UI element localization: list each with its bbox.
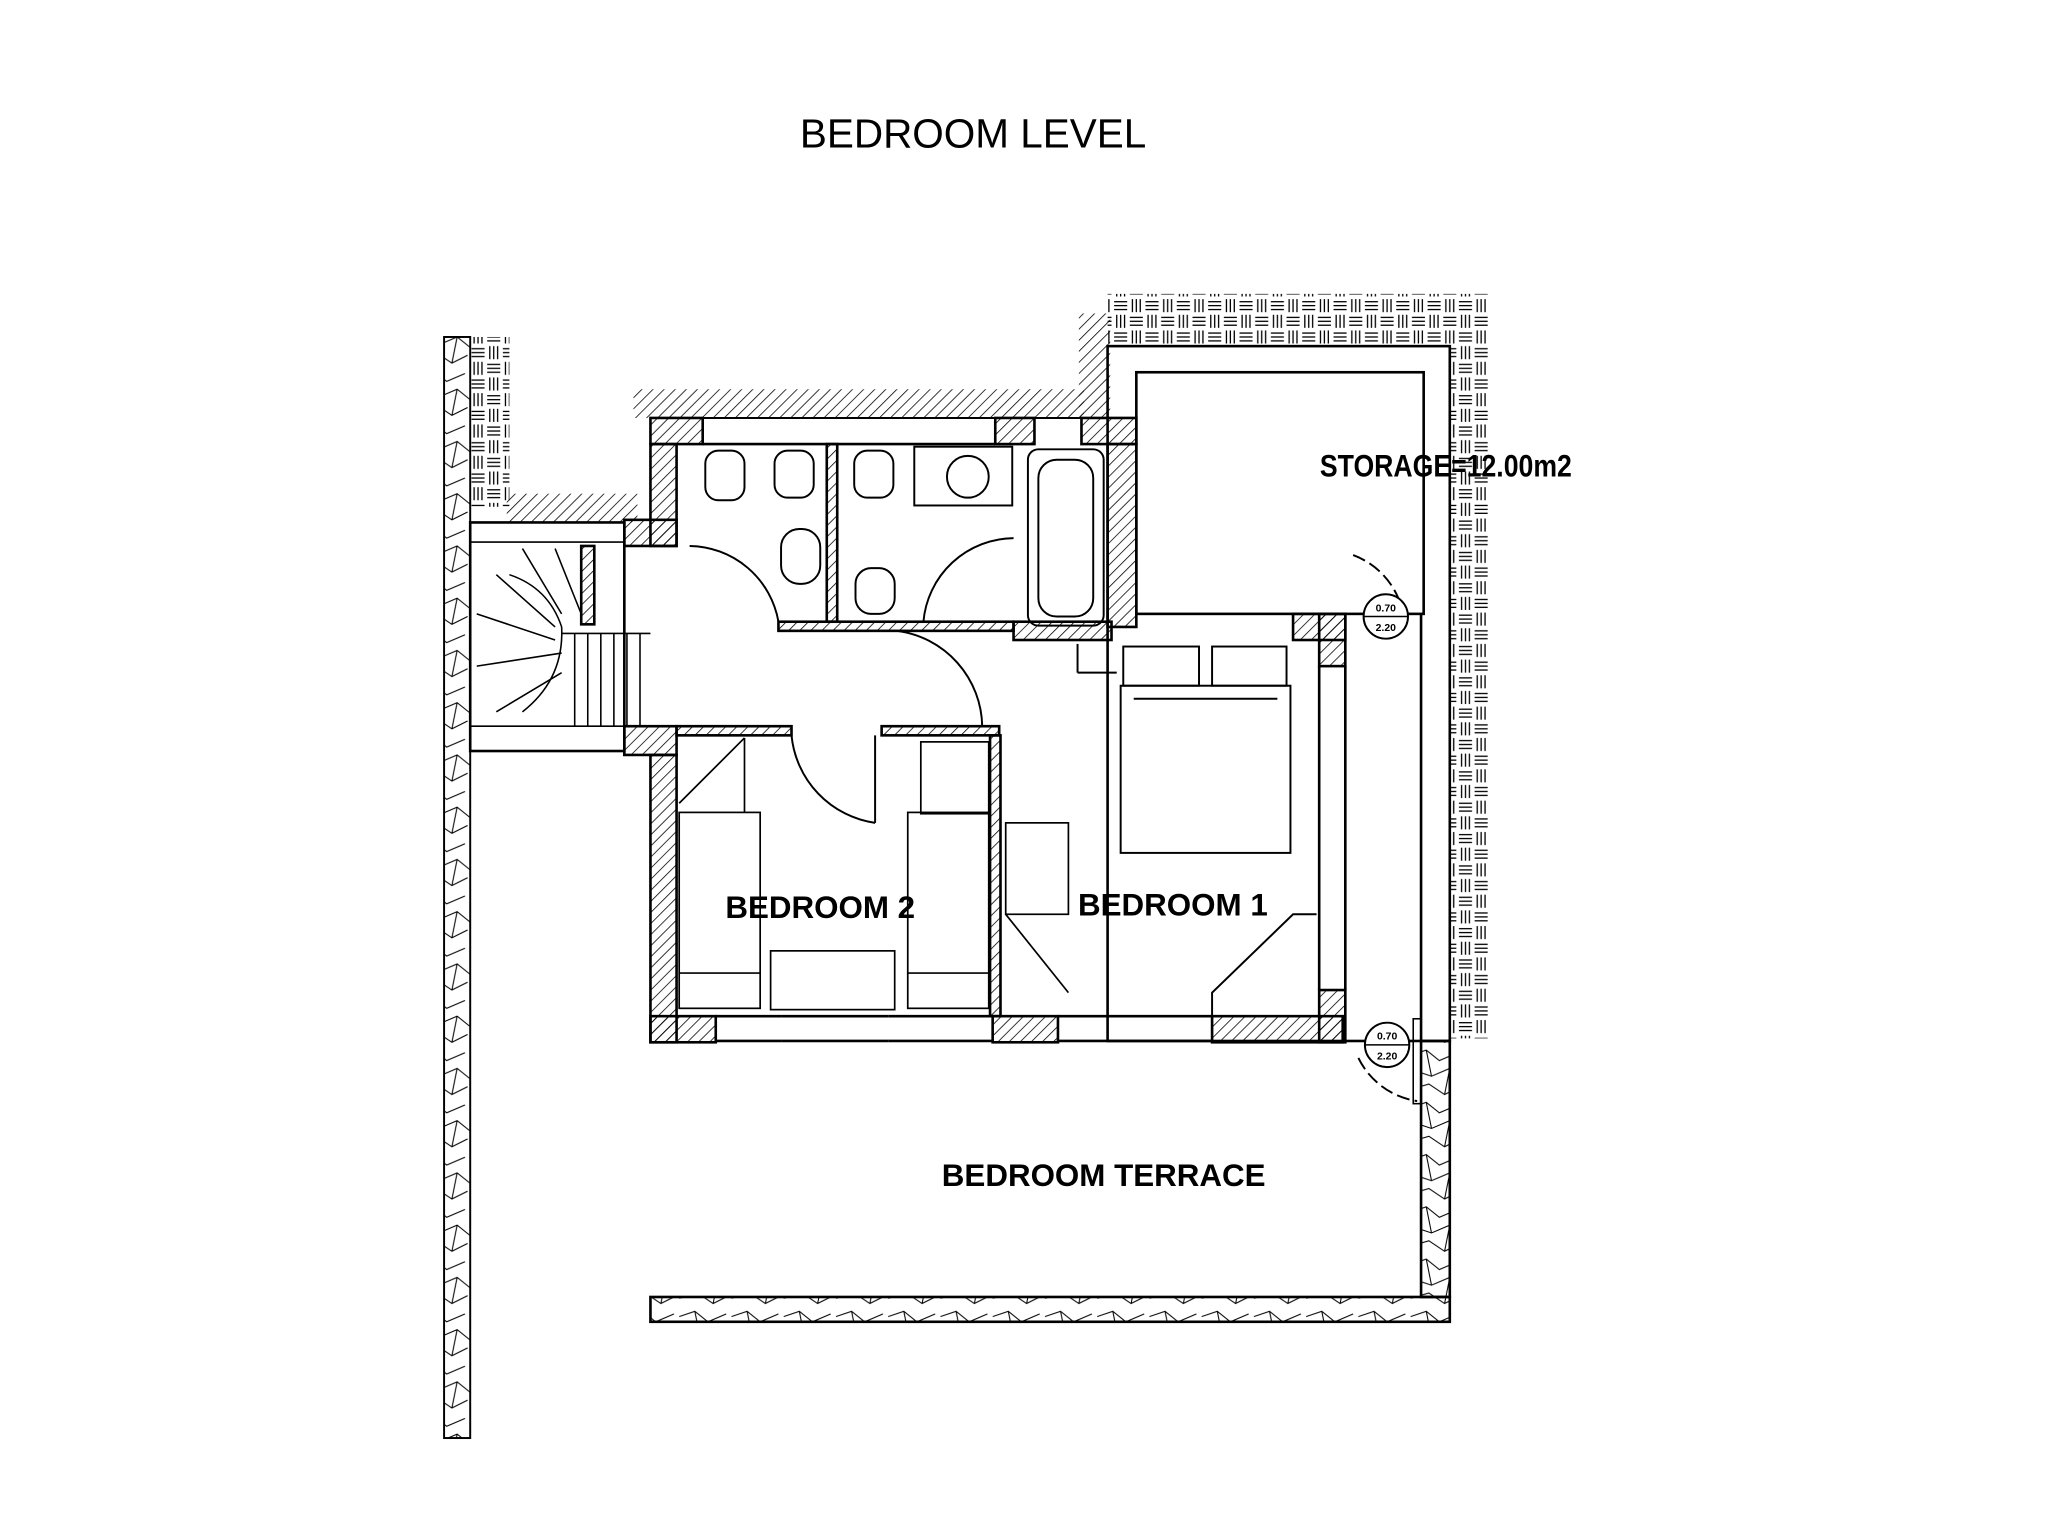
bedroom-2-label: BEDROOM 2	[725, 890, 915, 925]
bedroom-2-furniture	[678, 737, 1070, 1011]
plan-title: BEDROOM LEVEL	[800, 111, 1146, 157]
retaining-hatch	[506, 313, 1111, 523]
terrace-label: BEDROOM TERRACE	[942, 1158, 1266, 1193]
door-tag: 0.70 2.20	[1357, 1017, 1422, 1105]
terrace-walls	[649, 1039, 1452, 1324]
left-boundary-wall	[443, 335, 472, 1440]
door-height: 2.20	[1377, 1051, 1398, 1062]
bathroom-fixtures	[689, 445, 1105, 824]
paving-pattern-right	[1107, 293, 1489, 347]
bedroom-1-label: BEDROOM 1	[1078, 888, 1268, 923]
door-height: 2.20	[1376, 623, 1397, 634]
storage-label: STORAGE=12.00m2	[1320, 450, 1572, 484]
building-walls	[579, 416, 1347, 1044]
door-width: 0.70	[1376, 603, 1397, 614]
staircase	[468, 521, 651, 753]
door-width: 0.70	[1377, 1032, 1398, 1043]
door-tag: 0.70 2.20	[1352, 554, 1409, 640]
paving-pattern-side	[1449, 346, 1489, 1039]
paving-pattern	[470, 336, 510, 507]
double-bed	[1076, 643, 1317, 1017]
